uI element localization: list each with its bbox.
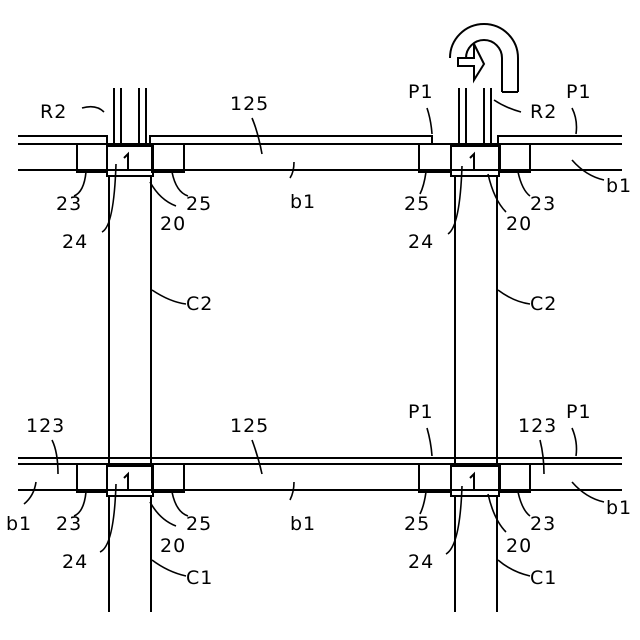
leader-b1-br [572, 482, 604, 502]
top-joint-20-left [107, 146, 153, 176]
label-c2-left: C2 [186, 293, 213, 315]
label-p1-top-right: P1 [566, 81, 592, 103]
leader-r2-right [494, 100, 521, 112]
label-p1-top-mid: P1 [408, 81, 434, 103]
top-bracket-25-left [152, 144, 184, 172]
leader-b1-bl [24, 482, 36, 504]
leader-c1-left [152, 560, 186, 576]
label-20-tr: 20 [506, 213, 532, 235]
top-joint-marker-left [124, 154, 132, 170]
label-c1-left: C1 [186, 567, 213, 589]
label-24-bl: 24 [62, 551, 88, 573]
leader-p1-bot-mid [427, 428, 432, 456]
label-24-tr: 24 [408, 231, 434, 253]
label-125-top: 125 [230, 93, 269, 115]
label-125-bot: 125 [230, 415, 269, 437]
label-24-br: 24 [408, 551, 434, 573]
top-slab-edge [18, 136, 622, 144]
label-b1-top-right: b1 [606, 175, 632, 197]
label-24-tl: 24 [62, 231, 88, 253]
label-23-tl: 23 [56, 193, 82, 215]
leader-23-tr [518, 172, 530, 196]
leader-20-bl [150, 502, 176, 526]
label-23-br: 23 [530, 513, 556, 535]
leader-25-br [420, 492, 426, 514]
leader-c2-left [152, 290, 186, 304]
labels: R2 125 P1 R2 P1 b1 b1 23 25 20 24 25 23 … [6, 81, 632, 589]
top-floor [18, 136, 622, 176]
curved-arrow-head [458, 44, 484, 80]
label-20-br: 20 [506, 535, 532, 557]
top-bracket-25-right [419, 144, 451, 172]
leader-p1-top-mid [427, 108, 432, 134]
leader-p1-top-right [572, 108, 577, 134]
leader-r2-left [82, 107, 104, 112]
label-123-bl: 123 [26, 415, 65, 437]
label-r2-right: R2 [530, 101, 557, 123]
label-23-tr: 23 [530, 193, 556, 215]
bottom-joint-marker-left [124, 474, 132, 490]
bottom-bracket-25-left [152, 464, 184, 492]
label-p1-bot-right: P1 [566, 401, 592, 423]
leader-c1-right [498, 560, 530, 576]
label-b1-bot-left: b1 [6, 513, 32, 535]
top-joint-marker-right [470, 154, 478, 170]
label-25-bl: 25 [186, 513, 212, 535]
label-b1-bot-right: b1 [606, 497, 632, 519]
bottom-bracket-25-right [419, 464, 451, 492]
bottom-floor [18, 458, 622, 496]
label-25-tl: 25 [186, 193, 212, 215]
label-25-br: 25 [404, 513, 430, 535]
label-b1-top-mid: b1 [290, 191, 316, 213]
label-c2-right: C2 [530, 293, 557, 315]
label-p1-bot-mid: P1 [408, 401, 434, 423]
label-123-br: 123 [518, 415, 557, 437]
bottom-bracket-23-right [500, 464, 530, 492]
leader-25-tr [420, 172, 426, 194]
label-23-bl: 23 [56, 513, 82, 535]
bottom-joint-marker-right [470, 474, 478, 490]
top-bracket-23-right [500, 144, 530, 172]
curved-arrow [450, 24, 518, 92]
label-25-tr: 25 [404, 193, 430, 215]
label-b1-bot-mid: b1 [290, 513, 316, 535]
label-r2-left: R2 [40, 101, 67, 123]
label-20-tl: 20 [160, 213, 186, 235]
bottom-joint-20-left [107, 466, 153, 496]
upper-rods [114, 88, 491, 146]
leader-23-br [518, 492, 530, 516]
leader-c2-right [498, 290, 530, 304]
leader-20-tl [150, 182, 176, 206]
leader-p1-bot-right [572, 428, 577, 456]
label-c1-right: C1 [530, 567, 557, 589]
bottom-bracket-23-left [77, 464, 107, 492]
label-20-bl: 20 [160, 535, 186, 557]
top-bracket-23-left [77, 144, 107, 172]
